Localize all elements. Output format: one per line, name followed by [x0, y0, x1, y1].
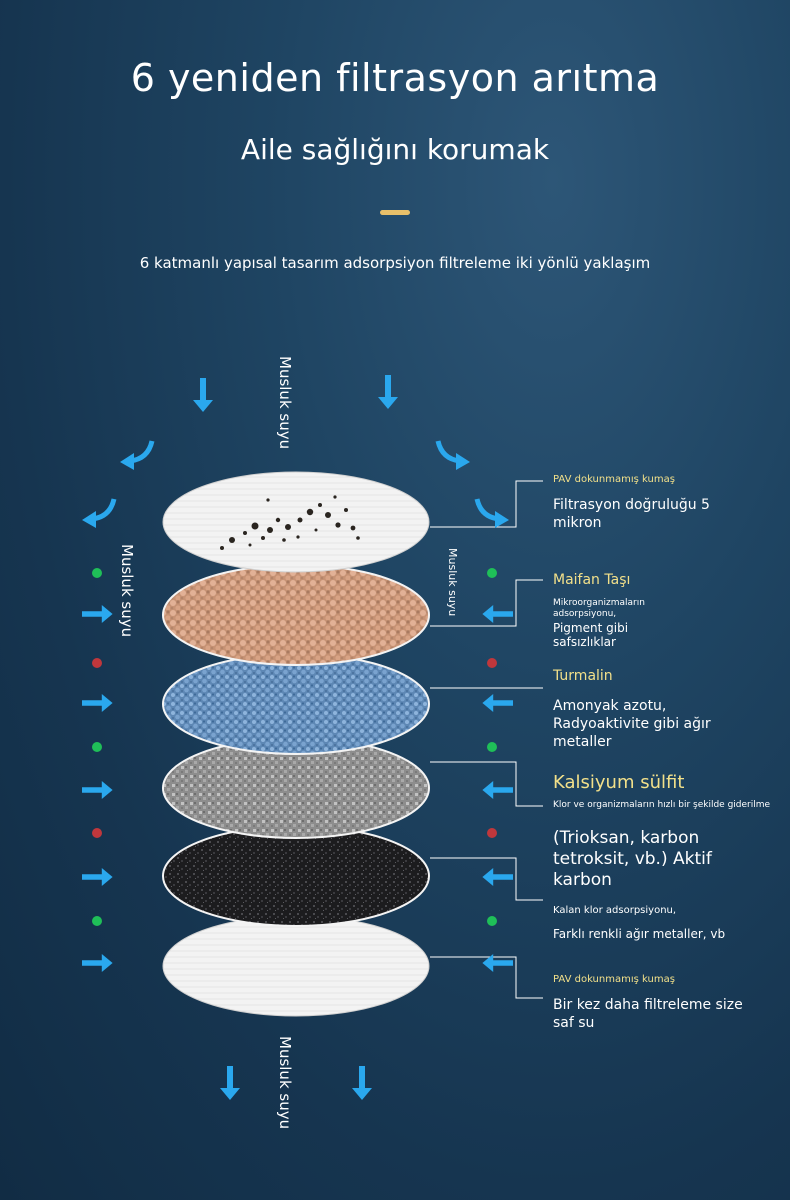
page-subtitle: Aile sağlığını korumak [240, 133, 550, 166]
right-arrow-icon [81, 953, 113, 973]
curved-arrow-icon [435, 440, 470, 470]
flow-label-inner: Musluk suyu [446, 548, 459, 617]
tagline: 6 katmanlı yapısal tasarım adsorpsiyon f… [139, 254, 651, 272]
layer-1-fabric-disc [162, 471, 430, 573]
down-arrow-icon [220, 1066, 240, 1100]
left-arrow-icon [482, 693, 514, 713]
layer-3-tourmaline-disc [162, 653, 430, 755]
flow-label-top: Musluk suyu [276, 356, 294, 450]
status-dot-icon [92, 742, 102, 752]
curved-arrow-icon [82, 498, 117, 528]
layer-5-text: Farklı renkli ağır metaller, vb [553, 927, 726, 941]
left-arrow-icon [482, 780, 514, 800]
left-arrow-icon [482, 953, 514, 973]
status-dot-icon [92, 568, 102, 578]
layer-3-line-2: Radyoaktivite gibi ağır metaller [553, 716, 711, 750]
curved-arrow-icon [474, 498, 509, 528]
right-arrow-icon [81, 604, 113, 624]
layer-4-title: Kalsiyum sülfit [553, 772, 685, 793]
status-dot-icon [92, 828, 102, 838]
layer-4-text: (Trioksan, karbon tetroksit, vb.) Aktif … [553, 828, 712, 890]
layer-1-text: Filtrasyon doğruluğu 5 mikron [553, 497, 710, 531]
impurity-specks [220, 495, 360, 550]
status-dot-icon [487, 658, 497, 668]
layer-3-title: Turmalin [553, 668, 613, 684]
down-arrow-icon [193, 378, 213, 412]
right-arrow-icon [81, 867, 113, 887]
flow-arrows [81, 375, 514, 1100]
layer-5-small: Kalan klor adsorpsiyonu, [553, 905, 677, 916]
layer-2-maifan-disc [162, 564, 430, 666]
layer-6-text: Bir kez daha filtreleme size saf su [553, 997, 743, 1031]
down-arrow-icon [378, 375, 398, 409]
left-arrow-icon [482, 604, 514, 624]
down-arrow-icon [352, 1066, 372, 1100]
right-arrow-icon [81, 693, 113, 713]
status-dot-icon [92, 916, 102, 926]
status-dot-icon [487, 916, 497, 926]
layer-1-title: PAV dokunmamış kumaş [553, 474, 675, 485]
layer-4-small: Klor ve organizmaların hızlı bir şekilde… [553, 800, 771, 810]
status-dots [92, 568, 497, 926]
accent-divider [380, 210, 410, 215]
layer-2-small: Mikroorganizmaların adsorpsiyonu, [553, 598, 645, 619]
flow-label-bottom: Musluk suyu [276, 1036, 294, 1130]
layer-6-fabric-disc [162, 915, 430, 1017]
curved-arrow-icon [120, 440, 155, 470]
status-dot-icon [487, 568, 497, 578]
status-dot-icon [92, 658, 102, 668]
status-dot-icon [487, 828, 497, 838]
status-dot-icon [487, 742, 497, 752]
layer-3-line-1: Amonyak azotu, [553, 698, 667, 714]
layer-2-text: Pigment gibi safsızlıklar [553, 621, 629, 649]
layer-2-title: Maifan Taşı [553, 572, 631, 588]
layer-6-title: PAV dokunmamış kumaş [553, 974, 675, 985]
annotation-connectors [430, 480, 543, 999]
layer-5-carbon-disc [162, 825, 430, 927]
left-arrow-icon [482, 867, 514, 887]
page-title: 6 yeniden filtrasyon arıtma [130, 56, 660, 100]
right-arrow-icon [81, 780, 113, 800]
flow-label-left: Musluk suyu [118, 544, 136, 638]
